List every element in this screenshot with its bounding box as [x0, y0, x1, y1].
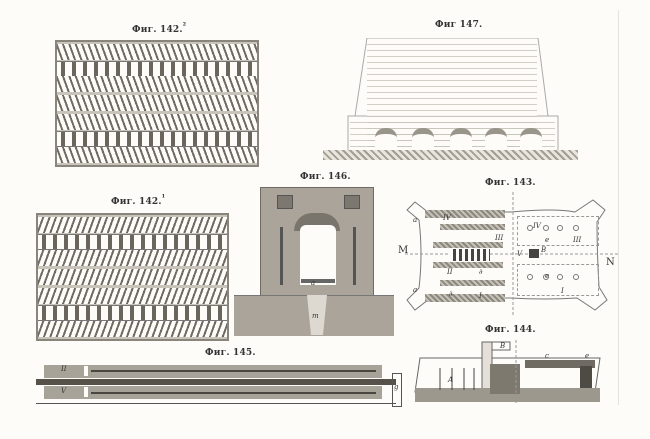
- fig-143-label: e: [545, 272, 550, 280]
- fig-142-2-brick-grid: [55, 40, 259, 167]
- fig-144-kiln-section: B A c e: [410, 340, 605, 405]
- fig-143-label: IV: [533, 222, 541, 230]
- fig-143-axis-n: N: [606, 257, 615, 268]
- fig-143-label: B: [541, 246, 547, 254]
- fig-145-label: II: [61, 365, 67, 373]
- fig-144-label: c: [545, 352, 549, 360]
- page-edge: [618, 10, 619, 405]
- fig-142-1-brick-grid: [36, 213, 229, 341]
- fig-142-1-caption: Фиг. 142.¹: [111, 193, 166, 207]
- fig-143-caption: Фиг. 143.: [485, 178, 536, 188]
- fig-147-kiln-elevation: [323, 38, 595, 163]
- fig-146-kiln-section: a m: [232, 187, 397, 337]
- fig-143-label: ∂: [449, 290, 453, 298]
- fig-144-label: A: [448, 376, 454, 384]
- fig-143-label: ∂: [479, 268, 483, 276]
- fig-143-label: II: [447, 268, 453, 276]
- fig-143-label: e: [545, 236, 550, 244]
- fig-145-label: g: [394, 383, 399, 391]
- fig-142-2-caption: Фиг. 142.²: [132, 21, 187, 35]
- fig-147-caption: Фиг 147.: [435, 20, 483, 30]
- fig-146-caption: Фиг. 146.: [300, 172, 351, 182]
- fig-143-label: III: [495, 234, 504, 242]
- fig-143-label: IV: [443, 214, 451, 222]
- fig-145-kiln-plan-long: II V g: [36, 363, 406, 408]
- fig-146-label-m: m: [312, 312, 319, 320]
- fig-143-axis-m: M: [398, 245, 409, 256]
- fig-143-label: a: [413, 216, 418, 224]
- fig-144-label: e: [585, 352, 590, 360]
- fig-145-label: V: [61, 387, 67, 395]
- fig-143-label: III: [573, 236, 582, 244]
- fig-143-kiln-plan: a a IV III II I ∂ ∂ IV e III V B e I: [405, 192, 620, 317]
- fig-143-label: V: [517, 250, 523, 258]
- fig-143-label: a: [413, 286, 418, 294]
- fig-144-label: B: [500, 342, 506, 350]
- fig-146-label-a: a: [311, 279, 316, 287]
- fig-143-label: I: [561, 287, 564, 295]
- fig-143-label: I: [479, 292, 482, 300]
- fig-144-caption: Фиг. 144.: [485, 325, 536, 335]
- fig-145-caption: Фиг. 145.: [205, 348, 256, 358]
